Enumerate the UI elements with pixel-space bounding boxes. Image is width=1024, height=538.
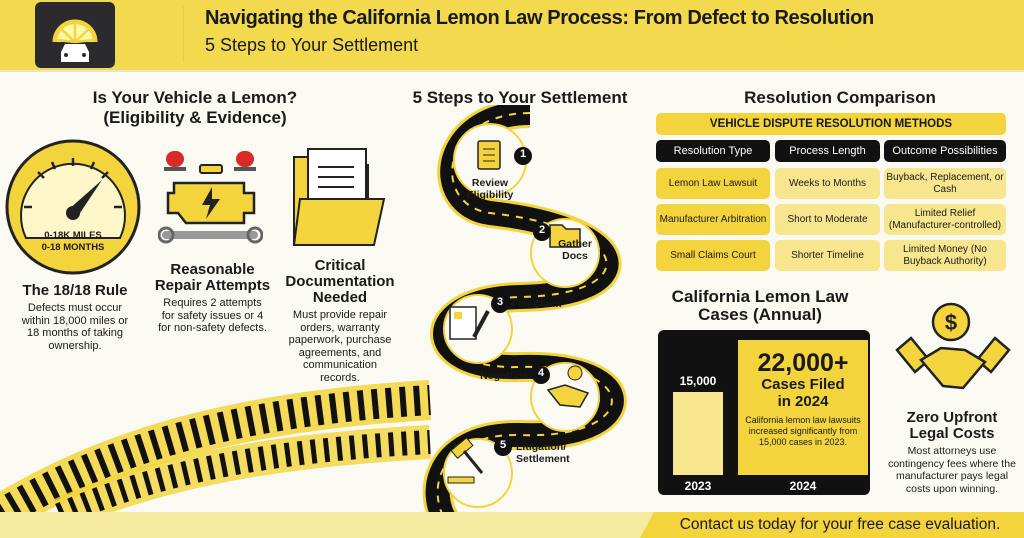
docs-block: Critical Documentation Needed Must provi… <box>280 258 400 384</box>
step-4-label: Negotiate <box>480 370 528 382</box>
rule-block: The 18/18 Rule Defects must occur within… <box>0 283 150 352</box>
costs-heading-line1: Zero Upfront <box>906 409 998 426</box>
document-folder-icon <box>288 143 388 248</box>
table-cell: Weeks to Months <box>775 168 880 199</box>
eligibility-title-line2: (Eligibility & Evidence) <box>103 108 287 127</box>
page-title: Navigating the California Lemon Law Proc… <box>205 7 874 29</box>
bar-2024-value-label: 22,000+ <box>757 349 849 377</box>
table-cell: Shorter Timeline <box>775 240 880 271</box>
gavel-icon <box>447 437 484 484</box>
table-cell: Lemon Law Lawsuit <box>656 168 770 199</box>
winding-road <box>422 105 627 538</box>
step-5-label: Litigation/ Settlement <box>516 441 570 465</box>
table-cell: Short to Moderate <box>775 204 880 235</box>
step-2-label: Gather Docs <box>558 238 592 262</box>
steps-title: 5 Steps to Your Settlement <box>412 88 628 107</box>
engine-warning-icon <box>157 143 264 253</box>
table-header-length: Process Length <box>775 140 880 162</box>
step-1-number: 1 <box>519 148 527 160</box>
step-3-number: 3 <box>496 296 504 308</box>
repair-text: Requires 2 attempts for safety issues or… <box>158 297 267 334</box>
highlight-line2: in 2024 <box>777 393 829 410</box>
lemon-car-logo <box>35 2 115 68</box>
step-5-number: 5 <box>499 439 507 451</box>
clipboard-icon <box>477 140 501 170</box>
document-pen-icon <box>449 306 490 340</box>
x-tick-2023: 2023 <box>684 479 712 493</box>
repair-block: Reasonable Repair Attempts Requires 2 at… <box>150 262 275 335</box>
repair-heading-line1: Reasonable <box>170 261 255 278</box>
docs-heading-line1: Critical <box>314 257 366 274</box>
footer-cta-band <box>640 512 1024 538</box>
highlight-text: California lemon law lawsuits increased … <box>745 415 861 447</box>
rule-text: Defects must occur within 18,000 miles o… <box>21 302 129 352</box>
bar-2023 <box>673 392 723 475</box>
step-2-number: 2 <box>538 224 546 236</box>
step-1-label: Review Eligibility <box>466 177 514 201</box>
step-3-label: File Claim <box>512 298 562 310</box>
table-header-type: Resolution Type <box>656 140 770 162</box>
docs-heading-line2: Documentation <box>285 273 395 290</box>
table-cell: Limited Money (No Buyback Authority) <box>884 240 1006 271</box>
comparison-banner: VEHICLE DISPUTE RESOLUTION METHODS <box>656 113 1006 135</box>
comparison-title: Resolution Comparison <box>744 88 936 107</box>
costs-text: Most attorneys use contingency fees wher… <box>888 445 1016 495</box>
table-header-outcome: Outcome Possibilities <box>884 140 1006 162</box>
table-cell: Manufacturer Arbitration <box>656 204 770 235</box>
svg-text:$: $ <box>945 310 957 335</box>
bar-2024: 22,000+ Cases Filed in 2024 California l… <box>738 340 868 475</box>
gauge-months-label: 0-18 MONTHS <box>41 242 105 253</box>
costs-block: Zero Upfront Legal Costs Most attorneys … <box>880 410 1024 495</box>
table-cell: Limited Relief (Manufacturer-controlled) <box>884 204 1006 235</box>
x-tick-2024: 2024 <box>789 479 817 493</box>
tire-tracks-decoration <box>0 380 432 515</box>
repair-heading-line2: Repair Attempts <box>154 277 271 294</box>
costs-heading-line2: Legal Costs <box>909 425 995 442</box>
handshake-icon <box>546 365 590 408</box>
bar-2023-value-label: 15,000 <box>679 374 717 389</box>
folder-icon <box>549 224 581 248</box>
eligibility-title-line1: Is Your Vehicle a Lemon? <box>92 88 298 107</box>
rule-heading: The 18/18 Rule <box>22 282 128 299</box>
step-number-badges <box>491 147 551 456</box>
footer-cta[interactable]: Contact us today for your free case eval… <box>679 516 1001 533</box>
header-banner: Navigating the California Lemon Law Proc… <box>0 0 1024 72</box>
docs-heading-line3: Needed <box>312 289 368 306</box>
docs-text: Must provide repair orders, warranty pap… <box>288 309 392 384</box>
step-4-number: 4 <box>537 367 545 379</box>
gauge-miles-label: 0-18K MILES <box>44 230 102 241</box>
cases-chart: 15,000 22,000+ Cases Filed in 2024 Calif… <box>658 330 870 495</box>
eligibility-title: Is Your Vehicle a Lemon? (Eligibility & … <box>40 88 350 128</box>
table-cell: Small Claims Court <box>656 240 770 271</box>
highlight-line1: Cases Filed <box>761 376 845 393</box>
table-cell: Buyback, Replacement, or Cash <box>884 168 1006 199</box>
speedometer-icon: 0-18K MILES 0-18 MONTHS <box>4 138 142 276</box>
money-handshake-icon: $ <box>893 300 1013 400</box>
page-subtitle: 5 Steps to Your Settlement <box>205 35 419 55</box>
chart-title: California Lemon Law Cases (Annual) <box>671 287 849 324</box>
header-divider <box>183 6 184 62</box>
